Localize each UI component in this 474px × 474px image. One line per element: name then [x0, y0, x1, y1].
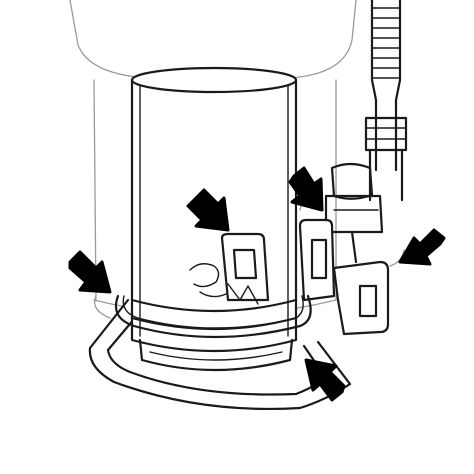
- arrow-far-right-icon: [398, 228, 446, 266]
- arrow-left-icon: [68, 250, 112, 294]
- retaining-band: [114, 294, 312, 339]
- valve-body: [324, 162, 384, 264]
- arrow-upper-center-icon: [186, 188, 230, 232]
- arrow-bottom-right-icon: [304, 358, 346, 402]
- arrow-upper-right-icon: [288, 166, 324, 212]
- center-clip: [189, 232, 270, 305]
- corrugated-hose: [364, 0, 408, 202]
- right-clip-bracket: [298, 218, 390, 336]
